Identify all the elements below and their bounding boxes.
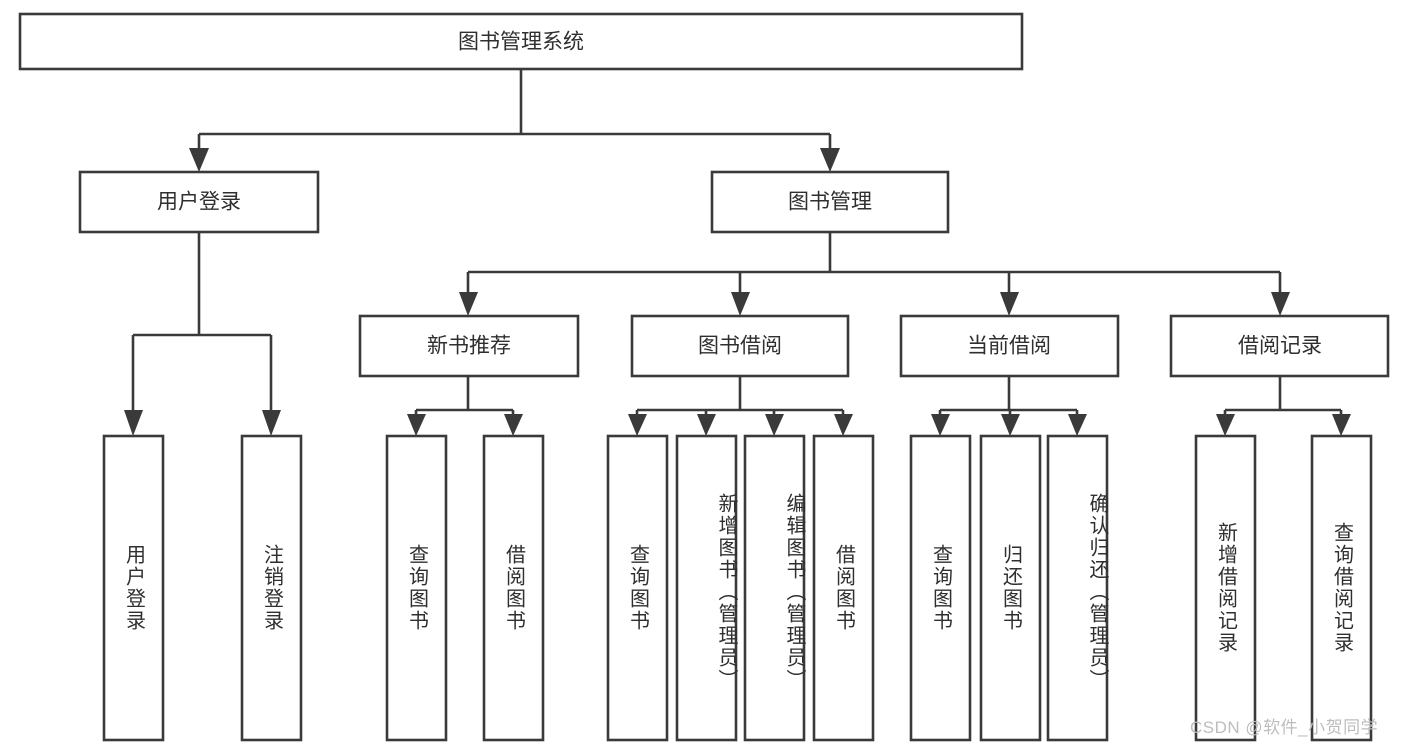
arrowhead-current-borrow	[1000, 292, 1019, 316]
node-borrow-record-box[interactable]	[1169, 314, 1390, 378]
edge-group-borrow-record-to-leaves	[1216, 376, 1351, 436]
arrowhead-leaf-add-record	[1216, 414, 1235, 436]
node-book-manage-label: 图书管理	[788, 191, 872, 214]
node-borrow-record[interactable]: 借阅记录	[1169, 314, 1390, 378]
edge-group-user-login-to-leaves	[124, 232, 281, 436]
arrowhead-leaf-query-book-nb	[407, 414, 426, 436]
node-current-borrow-label: 当前借阅	[967, 335, 1051, 358]
node-new-book-recommend[interactable]: 新书推荐	[358, 314, 580, 378]
arrowhead-leaf-add-book	[697, 414, 716, 436]
node-leaf-query-book-cb-box[interactable]	[909, 434, 972, 742]
node-user-login[interactable]: 用户登录	[78, 170, 320, 234]
node-root-label: 图书管理系统	[458, 31, 584, 54]
node-leaf-return-book-box[interactable]	[979, 434, 1042, 742]
node-leaf-query-book-bb-box[interactable]	[606, 434, 669, 742]
node-book-manage-box[interactable]	[710, 170, 950, 234]
node-root-box[interactable]	[18, 12, 1024, 71]
edge-group-current-borrow-to-leaves	[931, 376, 1087, 436]
arrowhead-new-book-recommend	[459, 292, 478, 316]
edge-group-book-borrow-to-leaves	[628, 376, 853, 436]
arrowhead-user-login	[189, 148, 209, 172]
node-leaf-borrow-book-nb-box[interactable]	[482, 434, 545, 742]
csdn-watermark: CSDN @软件_小贺同学	[1190, 718, 1379, 737]
node-current-borrow-box[interactable]	[899, 314, 1120, 378]
arrowhead-leaf-return-book	[1001, 414, 1020, 436]
arrowhead-book-manage	[820, 148, 840, 172]
edge-group-new-book-recommend-to-leaves	[407, 376, 523, 436]
node-root[interactable]: 图书管理系统	[18, 12, 1024, 71]
arrowhead-leaf-borrow-book-bb	[834, 414, 853, 436]
arrowhead-leaf-edit-book	[765, 414, 784, 436]
node-leaf-add-book-box[interactable]	[675, 434, 738, 742]
node-book-manage[interactable]: 图书管理	[710, 170, 950, 234]
node-borrow-record-label: 借阅记录	[1238, 335, 1322, 358]
arrowhead-leaf-query-book-bb	[628, 414, 647, 436]
node-leaf-query-book-nb-box[interactable]	[385, 434, 448, 742]
node-leaf-confirm-return-box[interactable]	[1046, 434, 1109, 742]
arrowhead-leaf-query-book-cb	[931, 414, 950, 436]
arrowhead-leaf-borrow-book-nb	[504, 414, 523, 436]
node-new-book-recommend-box[interactable]	[358, 314, 580, 378]
arrowhead-book-borrow	[731, 292, 750, 316]
edge-group-root-to-level2	[189, 69, 840, 172]
node-leaf-add-record-box[interactable]	[1194, 434, 1257, 742]
node-leaf-query-record-box[interactable]	[1310, 434, 1373, 742]
arrowhead-leaf-user-login	[124, 410, 143, 436]
node-user-login-box[interactable]	[78, 170, 320, 234]
node-leaf-logout-box[interactable]	[240, 434, 303, 742]
arrowhead-leaf-query-record	[1332, 414, 1351, 436]
node-leaf-edit-book-box[interactable]	[743, 434, 806, 742]
node-book-borrow-box[interactable]	[630, 314, 850, 378]
leaf-box-group	[102, 434, 1373, 742]
arrowhead-leaf-confirm-return	[1068, 414, 1087, 436]
node-book-borrow[interactable]: 图书借阅	[630, 314, 850, 378]
node-new-book-recommend-label: 新书推荐	[427, 335, 511, 358]
node-user-login-label: 用户登录	[157, 191, 241, 214]
node-book-borrow-label: 图书借阅	[698, 335, 782, 358]
arrowhead-borrow-record	[1271, 292, 1290, 316]
node-current-borrow[interactable]: 当前借阅	[899, 314, 1120, 378]
edge-group-book-manage-to-level3	[459, 232, 1290, 316]
node-leaf-user-login-box[interactable]	[102, 434, 165, 742]
node-leaf-borrow-book-bb-box[interactable]	[812, 434, 875, 742]
arrowhead-leaf-logout	[262, 410, 281, 436]
